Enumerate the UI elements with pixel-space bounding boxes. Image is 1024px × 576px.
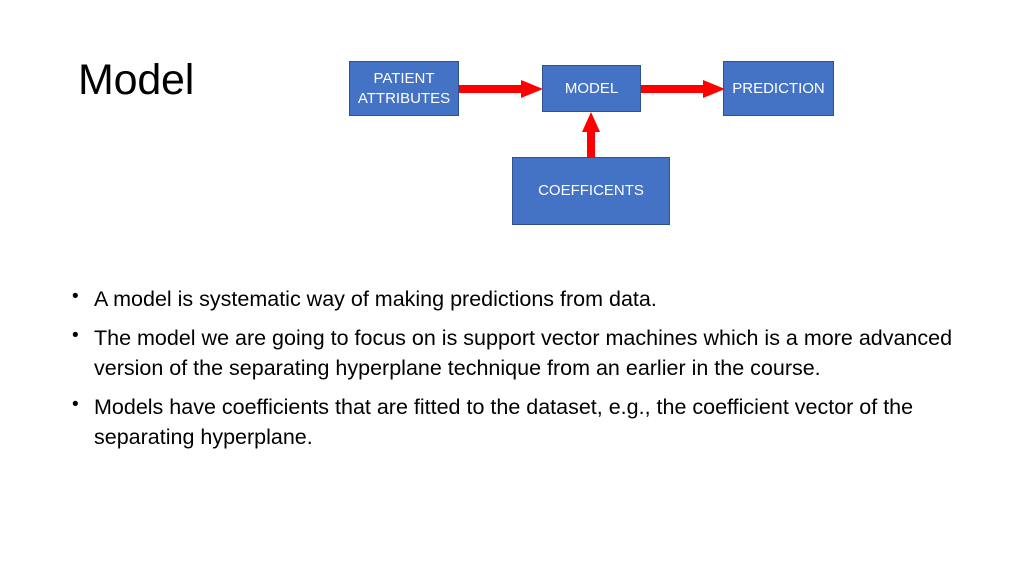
list-item-text: Models have coefficients that are fitted… [94,394,914,450]
diagram-box-coefficents-label: COEFFICENTS [538,182,644,200]
list-item: • Models have coefficients that are fitt… [72,392,962,453]
list-item: • A model is systematic way of making pr… [72,284,962,315]
page-title: Model [78,56,195,104]
arrow-right-model-to-prediction [641,80,725,98]
bullet-marker-icon: • [72,324,79,346]
arrow-head-right-icon [703,80,725,98]
arrow-head-right-icon [521,80,543,98]
list-item-text: The model we are going to focus on is su… [94,325,953,381]
diagram-box-prediction: PREDICTION [723,61,834,116]
arrow-shaft [587,128,595,158]
slide-body-content: • A model is systematic way of making pr… [72,284,962,461]
list-item-text: A model is systematic way of making pred… [94,287,657,311]
diagram-box-model-label: MODEL [564,79,619,97]
arrow-head-up-icon [582,112,600,132]
diagram-box-prediction-label: PREDICTION [732,79,825,97]
bullet-marker-icon: • [72,286,79,307]
diagram-box-patient-attributes: PATIENT ATTRIBUTES [349,61,459,116]
list-item: • The model we are going to focus on is … [72,323,962,384]
diagram-box-coefficents: COEFFICENTS [512,157,670,225]
model-flow-diagram: PATIENT ATTRIBUTES MODEL PREDICTION COEF… [0,0,1024,260]
bullet-marker-icon: • [72,393,79,415]
diagram-box-model: MODEL [542,65,641,112]
arrow-shaft [459,85,525,93]
diagram-box-patient-attributes-line2: ATTRIBUTES [357,89,451,107]
arrow-up-coefficents-to-model [582,112,600,158]
diagram-box-patient-attributes-line1: PATIENT [373,70,435,88]
arrow-right-patient-to-model [459,80,543,98]
arrow-shaft [641,85,707,93]
